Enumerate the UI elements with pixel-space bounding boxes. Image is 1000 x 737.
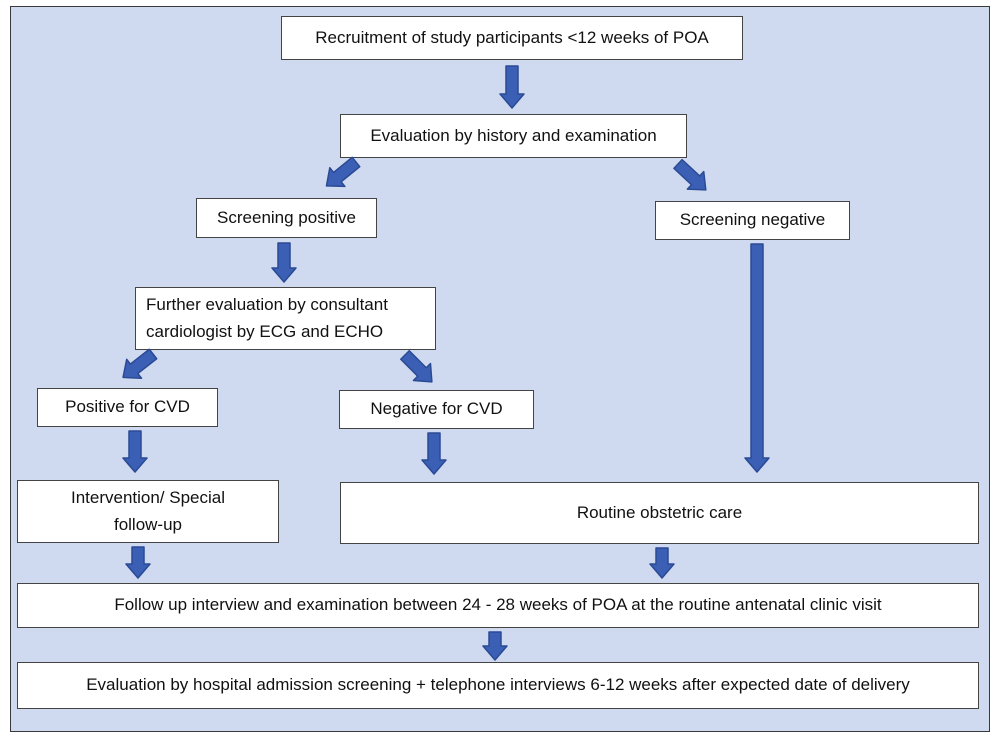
arrow-screening-negative-to-routine-care [744, 243, 770, 473]
evaluation-label: Evaluation by history and examination [370, 125, 657, 145]
arrow-intervention-to-follow-up [125, 546, 151, 579]
intervention-line2: follow-up [113, 514, 183, 534]
arrow-evaluation-to-screening-positive [325, 156, 361, 188]
intervention-line1: Intervention/ Special [70, 488, 226, 508]
screening-negative-label: Screening negative [679, 210, 826, 230]
negative-cvd-box: Negative for CVD [339, 390, 534, 429]
positive-cvd-label: Positive for CVD [65, 397, 190, 417]
screening-positive-box: Screening positive [196, 198, 377, 238]
screening-positive-label: Screening positive [217, 207, 356, 227]
arrow-follow-up-to-final-evaluation [482, 631, 508, 661]
arrow-further-evaluation-to-positive-cvd [122, 348, 158, 379]
arrow-further-evaluation-to-negative-cvd [400, 350, 433, 383]
final-evaluation-label: Evaluation by hospital admission screeni… [86, 675, 910, 695]
arrow-negative-cvd-to-routine-care [421, 432, 447, 475]
intervention-box: Intervention/ Special follow-up [17, 480, 279, 543]
further-evaluation-line2: cardiologist by ECG and ECHO [146, 321, 384, 341]
arrow-recruitment-to-evaluation [499, 65, 525, 109]
follow-up-label: Follow up interview and examination betw… [114, 595, 882, 615]
screening-negative-box: Screening negative [655, 201, 850, 240]
negative-cvd-label: Negative for CVD [370, 399, 503, 419]
recruitment-box: Recruitment of study participants <12 we… [281, 16, 743, 60]
evaluation-box: Evaluation by history and examination [340, 114, 687, 158]
final-evaluation-box: Evaluation by hospital admission screeni… [17, 662, 979, 709]
positive-cvd-box: Positive for CVD [37, 388, 218, 427]
follow-up-box: Follow up interview and examination betw… [17, 583, 979, 628]
arrow-evaluation-to-screening-negative [673, 158, 707, 191]
recruitment-label: Recruitment of study participants <12 we… [315, 27, 709, 47]
arrow-positive-cvd-to-intervention [122, 430, 148, 473]
routine-care-label: Routine obstetric care [576, 502, 743, 522]
further-evaluation-line1: Further evaluation by consultant [146, 295, 388, 315]
arrow-screening-positive-to-further-evaluation [271, 242, 297, 283]
further-evaluation-box: Further evaluation by consultant cardiol… [135, 287, 436, 350]
routine-care-box: Routine obstetric care [340, 482, 979, 544]
arrow-routine-care-to-follow-up [649, 547, 675, 579]
